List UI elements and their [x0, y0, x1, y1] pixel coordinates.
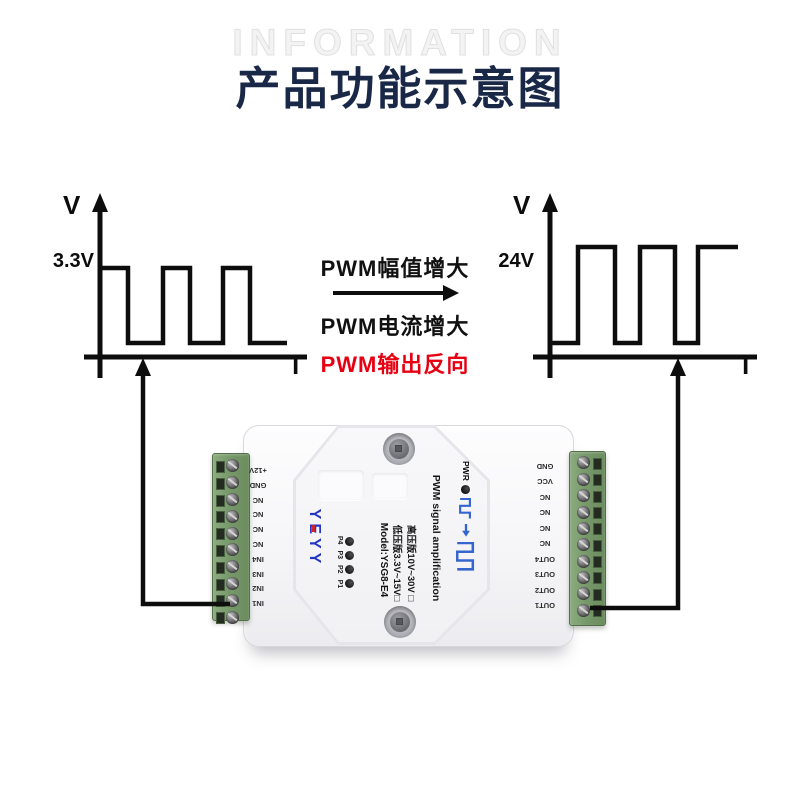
left-level-label: 3.3V [52, 250, 94, 272]
pin-label-in4: IN4 [252, 555, 264, 564]
information-watermark: INFORMATION [232, 22, 568, 64]
wire-slot [593, 589, 602, 601]
terminal-screw [577, 489, 590, 502]
big-pwm-wave-icon [456, 541, 475, 571]
right-level-label: 24V [498, 250, 534, 272]
led-p4 [345, 536, 354, 546]
right-t-axis-label: T [738, 352, 754, 380]
terminal-screw [577, 587, 590, 600]
pin-label-out4: OUT4 [535, 555, 556, 564]
pin-label-nc: NC [539, 539, 551, 548]
pin-label-in2: IN2 [252, 584, 264, 593]
output-pwm-trace [550, 244, 738, 346]
pin-label-nc: NC [252, 510, 264, 519]
spec-low-voltage-label: 低压版3.3V~15V□ [391, 524, 402, 602]
pin-label-nc: NC [539, 524, 551, 533]
wire-slot [216, 562, 225, 574]
right-v-axis-label: V [513, 190, 531, 220]
pin-label-nc: NC [252, 540, 264, 549]
wire-slot [593, 556, 602, 568]
pin-label-nc: NC [539, 493, 551, 502]
v-axis-arrowhead [542, 193, 558, 212]
pin-label-out2: OUT2 [535, 586, 556, 595]
pin-label-in1: IN1 [252, 599, 264, 608]
terminal-screw [226, 611, 239, 624]
terminal-screw [577, 571, 590, 584]
channel-leds [345, 536, 354, 588]
led-p3 [345, 550, 354, 560]
wire-slot [593, 491, 602, 503]
wire-slot [593, 474, 602, 486]
wire-slot [216, 511, 225, 523]
channel-led-labels: P4 P3 P2 P1 [336, 536, 343, 588]
wire-slot [216, 495, 225, 507]
case-screw-bottom [384, 606, 416, 638]
wire-slot [216, 595, 225, 607]
spec-high-voltage-label: 高压版10V~30V □ [405, 524, 416, 602]
transform-arrow [333, 285, 459, 301]
wire-slot [216, 461, 225, 473]
wire-slot [216, 528, 225, 540]
led-label-p2: P2 [336, 565, 343, 574]
annotation-amplitude-increase: PWM幅值增大 [320, 256, 470, 281]
pin-label-nc: NC [252, 496, 264, 505]
wire-slot [216, 579, 225, 591]
annotation-output-inverted: PWM输出反向 [320, 352, 470, 377]
wire-slot [216, 478, 225, 490]
led-label-p3: P3 [336, 550, 343, 559]
v-axis-arrowhead [92, 193, 108, 212]
pin-label-out1: OUT1 [535, 601, 556, 610]
molded-recess [318, 470, 364, 500]
pin-label-in3: IN3 [252, 570, 264, 579]
wire-slot [593, 605, 602, 617]
channel-led-block: P4 P3 P2 P1 [332, 531, 358, 593]
pin-label-nc: NC [252, 525, 264, 534]
module-face-panel-inner [296, 428, 487, 642]
transform-arrow-icon [462, 524, 470, 537]
led-label-p1: P1 [336, 579, 343, 589]
power-led [461, 484, 471, 494]
pwr-indicator-row: PWR [453, 461, 479, 571]
brand-text: YEYY [306, 508, 323, 568]
product-name-label: PWM signal amplification [430, 474, 442, 602]
terminal-screw [577, 538, 590, 551]
wire-slot [593, 540, 602, 552]
terminal-screw [577, 456, 590, 469]
terminal-screw [577, 555, 590, 568]
pin-label-gnd: GND [249, 481, 267, 490]
wire-slot [593, 523, 602, 535]
pin-label-gnd: GND [536, 462, 554, 471]
screw-head-icon [390, 612, 410, 632]
pin-label-out3: OUT3 [535, 570, 556, 579]
small-pwm-wave-icon [459, 497, 471, 519]
page-title: 产品功能示意图 [235, 63, 565, 114]
wire-slot [593, 572, 602, 584]
pin-label-12v: +12V [249, 466, 267, 475]
pin-label-nc: NC [539, 508, 551, 517]
right-waveform [533, 193, 757, 378]
case-screw-top [383, 433, 415, 465]
molded-recess [372, 473, 408, 499]
wire-slot [216, 545, 225, 557]
pin-label-vcc: VCC [537, 477, 553, 486]
terminal-screw [577, 604, 590, 617]
screw-head-icon [389, 439, 409, 459]
left-v-axis-label: V [63, 190, 81, 220]
wire-slot [216, 612, 225, 624]
led-p1 [345, 578, 354, 588]
pwr-label: PWR [461, 461, 471, 481]
brand-red-stripe [312, 524, 315, 532]
led-label-p4: P4 [336, 535, 343, 545]
terminal-screw [577, 522, 590, 535]
annotation-current-increase: PWM电流增大 [320, 314, 470, 339]
wire-slot [593, 458, 602, 470]
terminal-screw [577, 506, 590, 519]
brand-logo: YEYY [305, 503, 323, 573]
terminal-screw [577, 473, 590, 486]
input-pwm-trace [100, 265, 287, 346]
wire-slot [593, 507, 602, 519]
model-number-label: Model:YSG8-E4 [378, 522, 390, 598]
led-p2 [345, 564, 354, 574]
